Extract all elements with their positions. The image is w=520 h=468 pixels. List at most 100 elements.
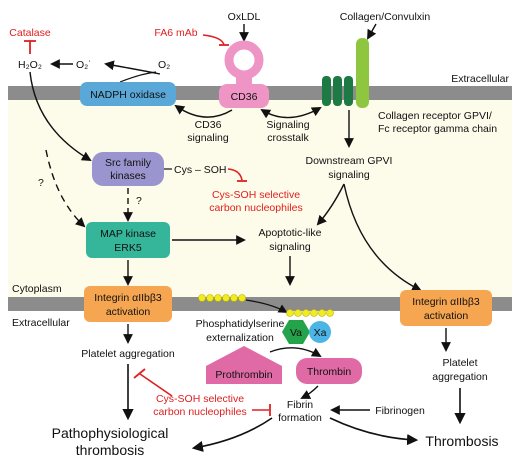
- platelet-agg-right-line1: Platelet: [442, 357, 477, 369]
- arrow-ps-flip: [245, 299, 288, 313]
- arrow-prothrombin-thrombin: [269, 347, 322, 357]
- crosstalk-line1: Signaling: [266, 119, 309, 131]
- ps-bead: [294, 309, 302, 317]
- ps-bead: [214, 294, 222, 302]
- label-catalase: Catalase: [9, 27, 51, 39]
- src-label-line1: Src family: [105, 157, 152, 169]
- ps-bead: [318, 309, 326, 317]
- patho-line1: Pathophysiological: [52, 425, 169, 441]
- apoptotic-line2: signaling: [269, 241, 311, 253]
- arc-nadph-o2: [119, 71, 157, 83]
- prothrombin-label: Prothrombin: [215, 369, 272, 381]
- nadph-oxidase: [80, 82, 176, 106]
- cd36-signaling-line1: CD36: [195, 119, 222, 131]
- agg-inhibitor-line: [139, 373, 173, 397]
- label-extracellular-top: Extracellular: [451, 73, 509, 85]
- label-fa6-mab: FA6 mAb: [154, 27, 197, 39]
- phosphatidylserine-beads-inner: [198, 294, 246, 302]
- cd36-receptor: [219, 84, 269, 108]
- question-mark-1: ?: [38, 177, 44, 189]
- question-mark-2: ?: [136, 195, 142, 207]
- ps-bead: [326, 309, 334, 317]
- gpvi-fc-chain-2: [333, 76, 342, 106]
- label-collagen: Collagen/Convulxin: [340, 11, 431, 23]
- arrow-h2o2-mapk-dashed: [45, 149, 86, 228]
- src-family-kinases: [92, 152, 164, 186]
- integrin-right-line2: activation: [424, 310, 469, 322]
- gpvi-label-line1: Collagen receptor GPVI/: [378, 110, 492, 122]
- gpvi-label-line2: Fc receptor gamma chain: [378, 123, 497, 135]
- gpvi-fc-chain-3: [344, 76, 353, 106]
- arrow-fibrin-thrombosis: [329, 417, 419, 446]
- cys-inhibitor-line: [227, 168, 243, 181]
- cd36-label: CD36: [231, 91, 258, 103]
- factor-va-label: Va: [290, 327, 302, 339]
- ps-bead: [206, 294, 214, 302]
- cys-inhibitor-line2: carbon nucleophiles: [209, 202, 302, 214]
- prothrombin: [206, 346, 282, 384]
- arrow-h2o2-src: [29, 71, 92, 161]
- integrin-right-line1: Integrin αIIbβ3: [412, 296, 480, 308]
- cys-inhibitor-line1: Cys-SOH selective: [212, 189, 300, 201]
- downstream-line2: signaling: [328, 169, 370, 181]
- phosphatidylserine-beads-outer: [286, 309, 334, 317]
- src-label-line2: kinases: [110, 170, 146, 182]
- arrow-o2-o2radical: [104, 60, 161, 75]
- fibrin-line1: Fibrin: [287, 399, 313, 411]
- map-kinase-erk5: [86, 222, 170, 258]
- arrow-downstream-integrin-right: [343, 183, 422, 291]
- integrin-left-line2: activation: [106, 306, 151, 318]
- cd36-stalk: [236, 72, 252, 86]
- integrin-left: [84, 286, 172, 322]
- mapk-label-line2: ERK5: [114, 242, 142, 254]
- label-o2-radical: O₂˙: [76, 59, 92, 71]
- downstream-line1: Downstream GPVI: [306, 155, 393, 167]
- label-extracellular-bottom: Extracellular: [12, 317, 70, 329]
- ps-label-line1: Phosphatidylserine: [196, 318, 285, 330]
- ps-bead: [198, 294, 206, 302]
- ps-bead: [230, 294, 238, 302]
- integrin-right: [400, 290, 492, 326]
- ps-bead: [222, 294, 230, 302]
- cd36-signaling-line2: signaling: [187, 132, 229, 144]
- gpvi-receptor: [356, 38, 369, 108]
- mapk-label-line1: MAP kinase: [100, 228, 156, 240]
- gpvi-fc-chain-1: [322, 76, 331, 106]
- label-o2: O₂: [158, 59, 170, 71]
- arrow-thrombin-fibrin: [300, 385, 319, 399]
- cytoplasm-region: [8, 100, 512, 298]
- thrombin-label: Thrombin: [307, 366, 352, 378]
- label-h2o2: H₂O₂: [18, 59, 42, 71]
- fibrin-line2: formation: [278, 412, 322, 424]
- nadph-oxidase-label: NADPH oxidase: [90, 89, 166, 101]
- factor-xa: [309, 321, 331, 343]
- agg-inhibitor-bar: [133, 368, 146, 379]
- cys-inhibitor2-line1: Cys-SOH selective: [156, 393, 244, 405]
- cd36-ring: [224, 40, 264, 80]
- crosstalk-line2: crosstalk: [267, 132, 309, 144]
- ps-bead: [286, 309, 294, 317]
- ps-label-line2: externalization: [206, 332, 274, 344]
- arrow-cd36-nadph: [174, 104, 233, 118]
- thrombosis-label: Thrombosis: [425, 433, 498, 449]
- ps-bead: [310, 309, 318, 317]
- thrombin: [296, 358, 362, 384]
- platelet-agg-right-line2: aggregation: [432, 371, 488, 383]
- platelet-agg-left-label: Platelet aggregation: [81, 348, 175, 360]
- fibrinogen-label: Fibrinogen: [375, 405, 425, 417]
- label-cytoplasm: Cytoplasm: [12, 283, 62, 295]
- patho-line2: thrombosis: [76, 442, 144, 458]
- arrow-signaling-crosstalk: [260, 107, 322, 119]
- factor-xa-label: Xa: [314, 327, 327, 339]
- integrin-left-line1: Integrin αIIbβ3: [94, 292, 162, 304]
- label-oxldl: OxLDL: [228, 11, 261, 23]
- cys-inhibitor2-line2: carbon nucleophiles: [153, 406, 246, 418]
- ps-bead: [238, 294, 246, 302]
- factor-va: [282, 320, 310, 344]
- arrow-collagen-gpvi: [367, 23, 377, 40]
- fa6-inhibitor-line: [202, 34, 225, 46]
- arrow-downstream-apoptotic: [316, 183, 345, 226]
- apoptotic-line1: Apoptotic-like: [258, 227, 321, 239]
- arrow-fibrin-patho: [191, 417, 273, 452]
